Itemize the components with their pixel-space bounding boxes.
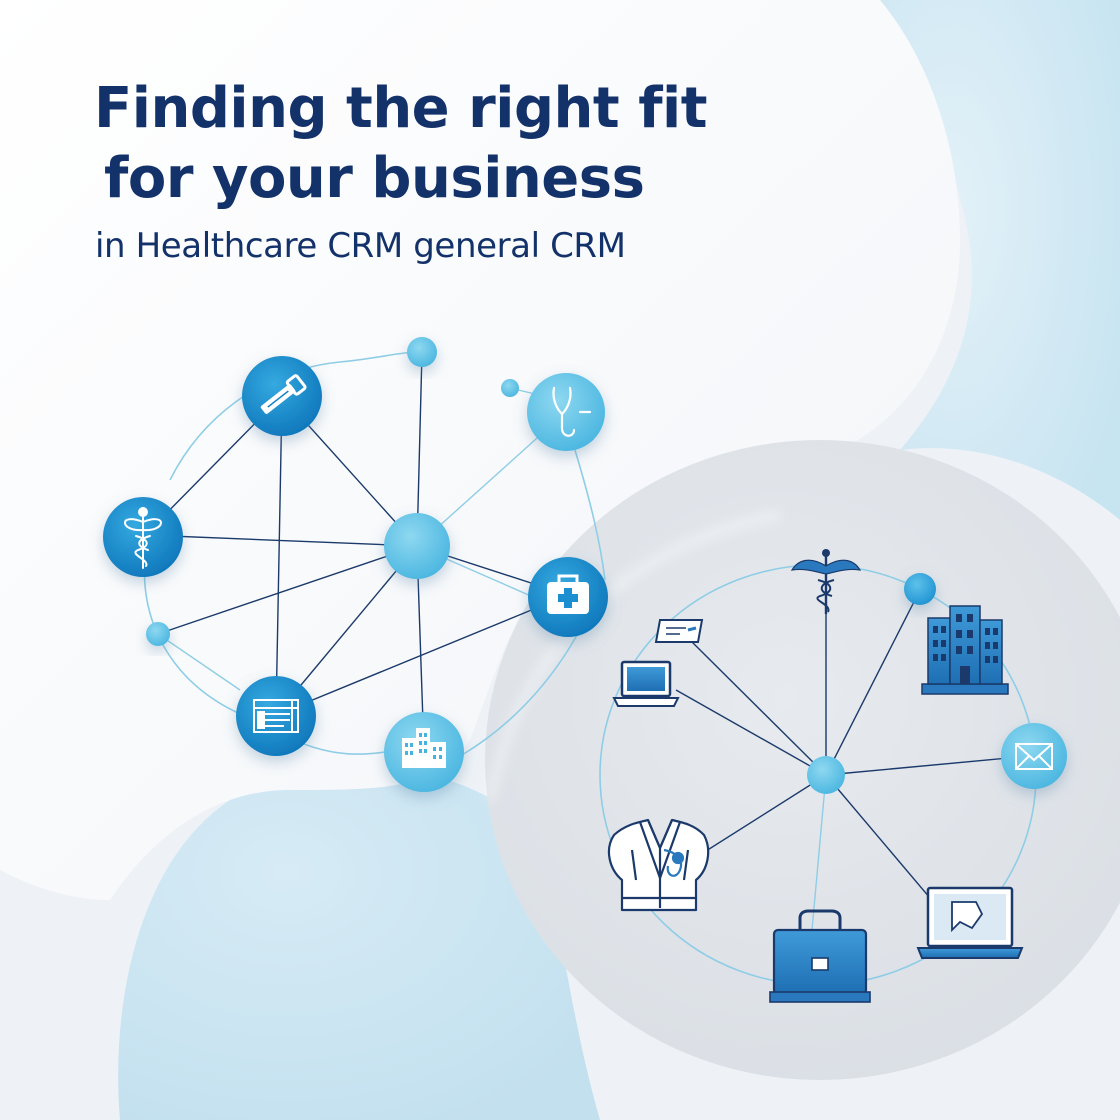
network-ring: [461, 619, 586, 756]
envelope-node: [1001, 723, 1067, 789]
stethoscope-icon: [552, 386, 592, 437]
medical-chart-node: [236, 676, 316, 756]
caduceus-icon: [790, 549, 862, 614]
thermometer-node: [242, 356, 322, 436]
hospital-building-icon: [921, 605, 1009, 695]
briefcase-icon: [769, 909, 871, 1003]
first-aid-kit-icon: [547, 574, 589, 614]
laptop-icon: [612, 660, 680, 707]
medical-chart-icon: [253, 699, 299, 733]
network-ring: [169, 351, 421, 481]
hospital-building-node: [384, 712, 464, 792]
network-dot: [904, 573, 936, 605]
network-links: [144, 351, 569, 753]
network-dot: [146, 622, 170, 646]
subtitle: in Healthcare CRM general CRM: [95, 226, 626, 266]
doctor-coat-icon: [607, 818, 710, 912]
general-network: [599, 549, 1067, 1003]
network-hub: [807, 756, 845, 794]
envelope-icon: [1015, 743, 1053, 770]
network-dot: [407, 337, 437, 367]
hospital-building-icon: [402, 728, 446, 768]
network-dot: [501, 379, 519, 397]
card-icon: [654, 619, 704, 643]
title-line-1: Finding the right fit: [94, 76, 708, 141]
page-title: Finding the right fit for your business: [94, 74, 708, 214]
caduceus-node: [103, 497, 183, 577]
network-hub: [384, 513, 450, 579]
healthcare-network: [103, 337, 608, 792]
stethoscope-node: [527, 373, 605, 451]
network-link: [811, 774, 827, 931]
blob-bottom-left: [118, 766, 600, 1120]
first-aid-kit-node: [528, 557, 608, 637]
blob-main: [0, 0, 960, 900]
title-line-2: for your business: [104, 146, 645, 211]
network-links-light: [157, 411, 567, 691]
network-ring: [143, 559, 386, 755]
network-ring: [574, 449, 606, 581]
thermometer-icon: [260, 374, 307, 414]
caduceus-icon: [124, 507, 162, 569]
monitor-icon: [916, 886, 1024, 959]
